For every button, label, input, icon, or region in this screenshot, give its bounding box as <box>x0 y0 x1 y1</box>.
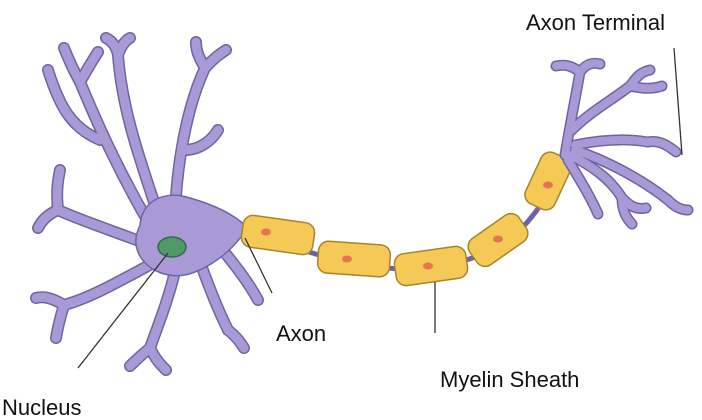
myelin-sheath <box>240 149 574 287</box>
nucleus-label: Nucleus <box>2 397 81 419</box>
dendrites <box>36 38 258 370</box>
leader-line-axon-terminal <box>674 48 682 155</box>
myelin-sheath-label: Myelin Sheath <box>440 369 579 391</box>
axon-label: Axon <box>276 323 326 345</box>
axon-terminal-label: Axon Terminal <box>526 12 665 34</box>
axon-terminal <box>556 63 688 224</box>
nucleus <box>158 237 186 257</box>
